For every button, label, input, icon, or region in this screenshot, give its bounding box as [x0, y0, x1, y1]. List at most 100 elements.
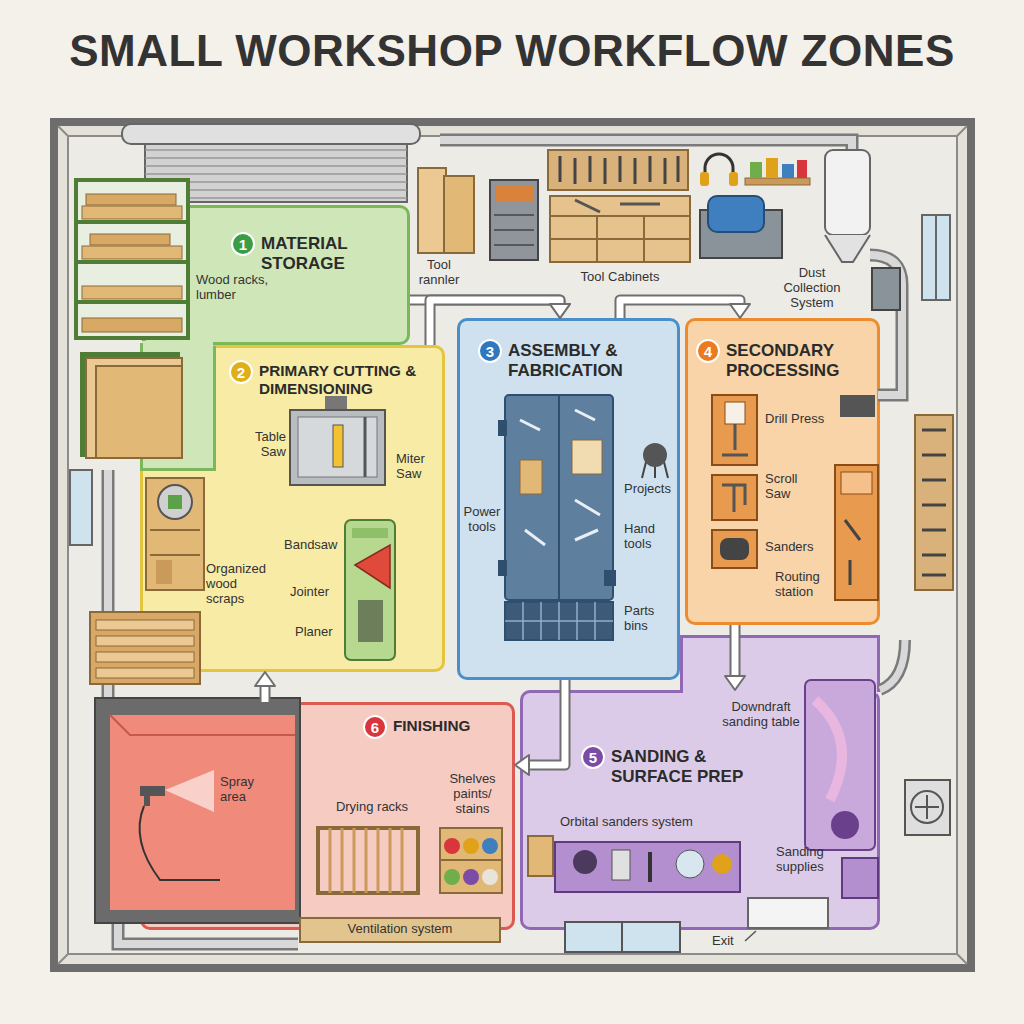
exit-door	[565, 922, 680, 952]
sander	[712, 530, 757, 568]
window	[70, 470, 92, 545]
room-walls	[58, 126, 967, 964]
dust-collector	[872, 268, 900, 310]
dust-duct	[108, 140, 902, 944]
label-slot: Bandsaw	[284, 538, 342, 553]
room-walls	[54, 122, 971, 968]
jar-shelf	[750, 162, 762, 178]
pegboard	[922, 430, 946, 575]
headphones	[700, 154, 738, 186]
title-slot: SMALL WORKSHOP WORKFLOW ZONES	[0, 26, 1024, 76]
spray-booth	[110, 715, 295, 910]
flow-arrow-outline	[430, 300, 560, 345]
lumber-rack	[76, 180, 188, 338]
jointer-planer	[358, 600, 383, 642]
part-label: Projects	[624, 482, 678, 497]
part-label: Dust Collection System	[772, 266, 852, 311]
label-slot: Scroll Saw	[765, 472, 810, 502]
part-label: Scroll Saw	[765, 472, 810, 502]
dust-duct	[118, 923, 298, 944]
headphones	[700, 172, 709, 186]
sander-shelf	[648, 852, 652, 882]
stool	[643, 443, 667, 467]
flow-arrow-body	[620, 300, 740, 318]
room-walls	[68, 136, 957, 954]
lumber-rack	[82, 246, 182, 259]
label-slot: Spray area	[220, 775, 264, 805]
exit-door	[748, 898, 828, 928]
workbench	[505, 602, 613, 640]
downdraft-table	[815, 700, 842, 800]
zone-number-badge: 3	[478, 339, 502, 363]
dust-duct	[870, 255, 902, 395]
dust-duct	[440, 140, 852, 150]
arrowhead	[725, 676, 745, 690]
part-label: Spray area	[220, 775, 264, 805]
part-label: Exit	[712, 934, 742, 949]
flow-arrow-outline	[529, 680, 565, 765]
zone-number-badge: 1	[231, 232, 255, 256]
sander-shelf	[573, 850, 597, 874]
dust-collector	[708, 196, 764, 232]
lumber-rack	[82, 286, 182, 299]
spray-booth	[165, 770, 214, 812]
tool-cabinet	[575, 200, 660, 212]
headphones	[705, 154, 733, 180]
arrowhead	[730, 304, 750, 318]
garage-door	[122, 124, 420, 144]
sander-shelf	[612, 850, 630, 880]
plywood-stack	[86, 358, 182, 458]
part-label: Table Saw	[244, 430, 286, 460]
scroll-saw	[712, 475, 757, 520]
zone-extension	[142, 341, 879, 694]
flow-arrow-outline	[730, 625, 741, 676]
arrowhead	[255, 672, 275, 686]
miter-saw-station	[150, 530, 200, 555]
downdraft-table	[805, 680, 875, 850]
label-slot: Sanders	[765, 540, 825, 555]
jointer-planer	[352, 528, 388, 538]
workbench	[498, 395, 616, 640]
zone-header: 6FINISHING	[363, 715, 513, 739]
miter-saw-station	[146, 478, 204, 590]
zone-heading: ASSEMBLY & FABRICATION	[508, 339, 673, 380]
workbench	[604, 570, 616, 586]
dust-duct	[870, 255, 902, 395]
flow-arrow	[255, 672, 275, 702]
jointer-planer	[345, 520, 395, 660]
sanding-supplies-box	[842, 858, 878, 898]
table-saw	[364, 417, 367, 477]
scroll-saw	[712, 475, 757, 520]
label-slot: Jointer	[290, 585, 342, 600]
part-label: Miter Saw	[396, 452, 440, 482]
part-label: Tool Cabinets	[565, 270, 675, 285]
title-text: SMALL WORKSHOP WORKFLOW ZONES	[69, 26, 955, 76]
window	[935, 215, 937, 300]
exhaust-fan	[911, 791, 943, 823]
sander	[712, 530, 757, 568]
routing-station	[835, 465, 878, 600]
dust-duct	[440, 140, 852, 150]
label-slot: Ventilation system	[300, 922, 500, 937]
part-label: Sanders	[765, 540, 825, 555]
lumber-rack	[82, 318, 182, 332]
label-slot: Drying racks	[322, 800, 422, 815]
pegboard	[560, 156, 678, 184]
downdraft-table	[805, 640, 905, 850]
flow-arrow	[515, 680, 565, 775]
label-slot: Downdraft sanding table	[722, 700, 800, 730]
workbench	[520, 460, 542, 494]
label-slot: Wood racks, lumber	[196, 273, 271, 303]
dust-collector	[825, 150, 870, 235]
drill-press	[712, 395, 757, 465]
label-slot: Planer	[295, 625, 343, 640]
dust-duct	[118, 923, 298, 944]
label-slot: Projects	[624, 482, 678, 497]
sander-shelf	[528, 836, 553, 876]
flow-arrow-body	[732, 625, 739, 676]
lumber-rack	[86, 194, 176, 205]
drill-press	[722, 424, 748, 455]
scroll-saw	[722, 485, 745, 512]
exit-door	[565, 898, 828, 952]
